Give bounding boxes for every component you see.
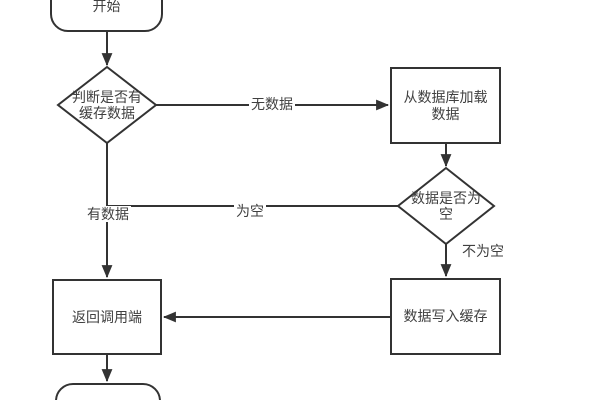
node-start: 开始: [50, 0, 163, 32]
node-return-caller-label-line1: 返回调用端: [72, 308, 142, 325]
node-end: [55, 383, 161, 400]
node-load-db: 从数据库加载 数据: [390, 67, 501, 144]
node-write-cache: 数据写入缓存: [390, 278, 501, 355]
edge-label-has-data: 有数据: [85, 206, 131, 222]
edge-label-empty: 为空: [234, 203, 266, 219]
edge-label-not-empty: 不为空: [460, 243, 506, 259]
edge-label-no-data: 无数据: [249, 96, 295, 112]
decision-check-cache-shape: [56, 65, 158, 145]
node-return-caller: 返回调用端: [52, 279, 162, 355]
node-load-db-label-line2: 数据: [431, 105, 460, 122]
decision-check-empty-shape: [396, 166, 496, 246]
node-write-cache-label-line1: 数据写入缓存: [403, 308, 488, 324]
node-load-db-label-line1: 从数据库加载: [403, 88, 488, 105]
node-start-label: 开始: [92, 0, 121, 14]
